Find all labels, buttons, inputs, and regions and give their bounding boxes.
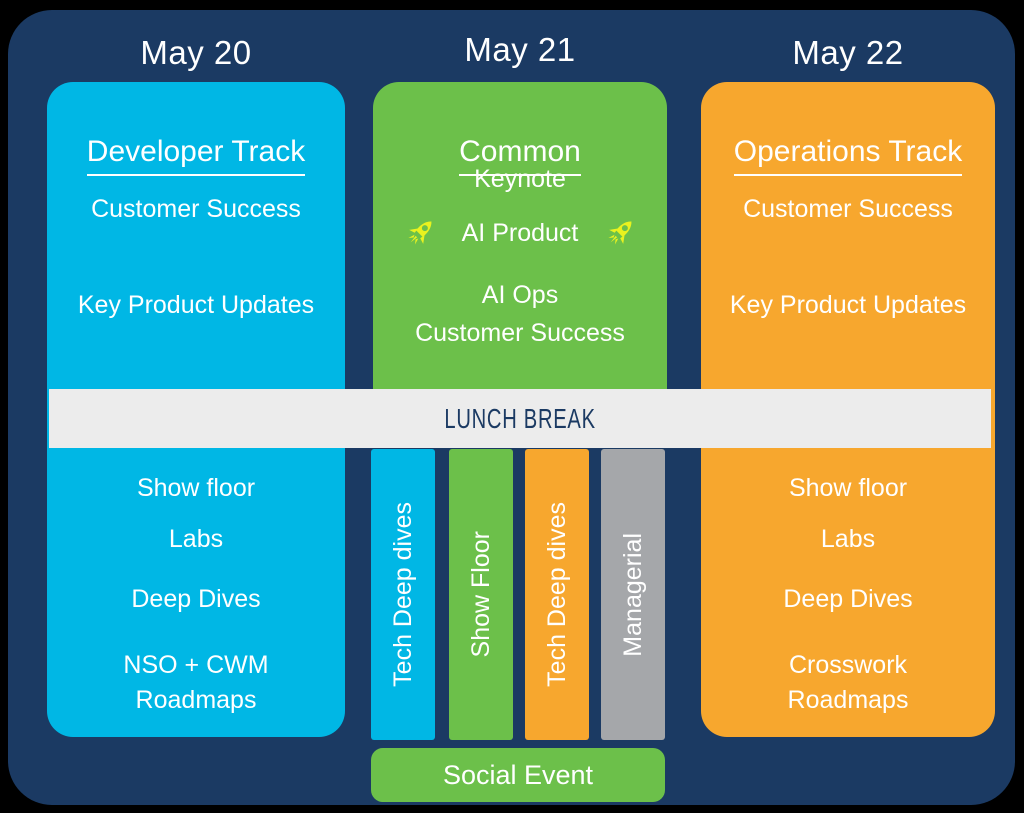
session-item: AI Product bbox=[461, 218, 579, 247]
session-item: Key Product Updates bbox=[729, 291, 967, 319]
session-item: Deep Dives bbox=[131, 585, 261, 613]
afternoon-bar-label: Tech Deep dives bbox=[388, 502, 417, 687]
session-item: Key Product Updates bbox=[77, 291, 315, 319]
operations-track-title-text: Operations Track bbox=[733, 134, 963, 176]
afternoon-bar-show-floor: Show Floor bbox=[449, 449, 513, 740]
session-item: Customer Success bbox=[743, 195, 953, 223]
session-item: Keynote bbox=[474, 165, 566, 193]
day-header-may-20: May 20 bbox=[140, 34, 252, 71]
afternoon-bar-label: Managerial bbox=[618, 532, 647, 657]
day-header-may-22: May 22 bbox=[792, 34, 904, 71]
social-event-label: Social Event bbox=[442, 759, 594, 790]
afternoon-bar-managerial: Managerial bbox=[601, 449, 665, 740]
common-panel: Common Keynote AI Product bbox=[373, 82, 667, 447]
common-title: Common bbox=[373, 99, 667, 176]
afternoon-bar-label: Tech Deep dives bbox=[542, 502, 571, 687]
developer-track-title: Developer Track bbox=[47, 99, 345, 176]
session-item: Labs bbox=[820, 525, 876, 553]
developer-track-title-text: Developer Track bbox=[86, 134, 306, 176]
afternoon-bar-tech-deep-dives-ops: Tech Deep dives bbox=[525, 449, 589, 740]
afternoon-bar-tech-deep-dives-dev: Tech Deep dives bbox=[371, 449, 435, 740]
rocket-icon bbox=[608, 221, 632, 245]
session-item: Show floor bbox=[136, 474, 256, 502]
lunch-break-label: LUNCH BREAK bbox=[444, 402, 596, 434]
social-event-banner: Social Event bbox=[371, 748, 665, 802]
session-item: Labs bbox=[168, 525, 224, 553]
ai-product-row: AI Product bbox=[373, 212, 667, 254]
lunch-break-band: LUNCH BREAK bbox=[49, 389, 991, 448]
operations-track-title: Operations Track bbox=[701, 99, 995, 176]
rocket-icon bbox=[408, 221, 432, 245]
common-title-text: Common bbox=[459, 134, 581, 176]
session-item: Deep Dives bbox=[783, 585, 913, 613]
session-item: NSO + CWM Roadmaps bbox=[123, 651, 269, 714]
session-item: Crosswork Roadmaps bbox=[787, 651, 909, 714]
schedule-canvas: May 20 May 21 May 22 Developer Track Cus… bbox=[8, 10, 1015, 805]
afternoon-bar-label: Show Floor bbox=[466, 531, 495, 658]
session-item: Show floor bbox=[788, 474, 908, 502]
session-item: AI Ops Customer Success bbox=[415, 281, 625, 347]
session-item: Customer Success bbox=[91, 195, 301, 223]
day-header-may-21: May 21 bbox=[464, 31, 576, 68]
